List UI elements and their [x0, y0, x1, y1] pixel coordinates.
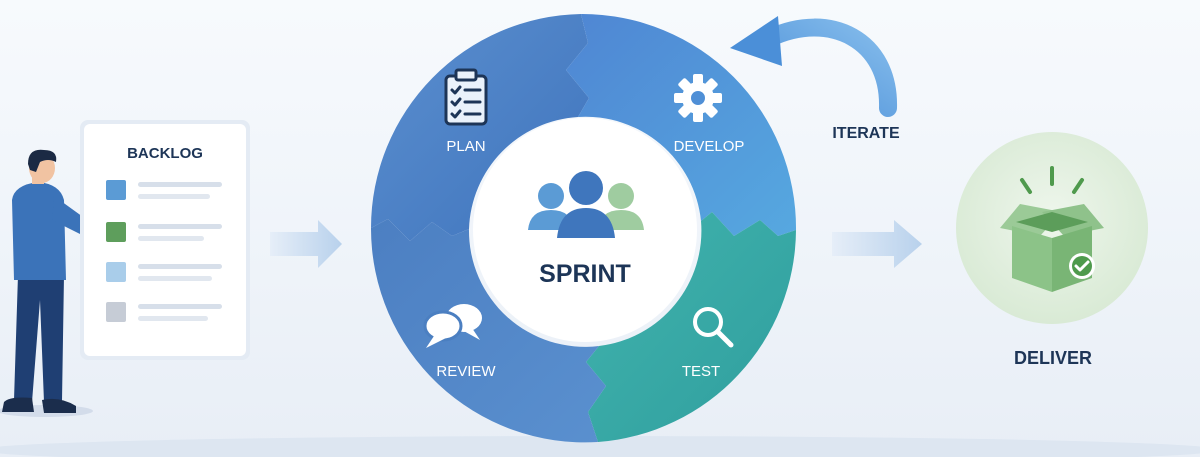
deliver-label: DELIVER — [1014, 348, 1092, 368]
gear-icon — [674, 74, 722, 122]
iterate-label: ITERATE — [832, 125, 900, 142]
segment-review — [370, 219, 606, 443]
backlog-item-4 — [106, 302, 222, 322]
segment-develop — [566, 13, 797, 237]
backlog-title: BACKLOG — [127, 145, 203, 162]
team-people-icon — [528, 171, 644, 238]
open-box-check-icon — [1000, 166, 1104, 292]
phase-label-develop: DEVELOP — [674, 138, 745, 155]
sprint-label: SPRINT — [539, 260, 631, 288]
backlog-item-2 — [106, 222, 222, 242]
clipboard-checklist-icon — [444, 68, 488, 126]
backlog-item-3 — [106, 262, 222, 282]
segment-test — [586, 212, 796, 442]
backlog-item-2-swatch — [106, 222, 126, 242]
curved-arrow-icon — [730, 16, 898, 117]
phase-label-plan: PLAN — [446, 138, 485, 155]
sprint-cycle: SPRINT PLAN DEVELOP — [370, 13, 797, 443]
phase-label-test: TEST — [682, 363, 720, 380]
backlog-board: BACKLOG — [80, 120, 250, 360]
phase-label-review: REVIEW — [436, 363, 496, 380]
magnifier-icon — [693, 307, 734, 348]
backlog-item-3-swatch — [106, 262, 126, 282]
deliver-group: DELIVER — [956, 132, 1148, 368]
segment-plan — [371, 14, 589, 241]
backlog-item-1 — [106, 180, 222, 200]
arrow-to-sprint — [270, 220, 342, 268]
chat-bubbles-icon — [423, 304, 482, 348]
arrow-to-deliver — [832, 220, 922, 268]
floor-shadow — [0, 436, 1200, 457]
backlog-item-1-swatch — [106, 180, 126, 200]
backlog-item-4-swatch — [106, 302, 126, 322]
